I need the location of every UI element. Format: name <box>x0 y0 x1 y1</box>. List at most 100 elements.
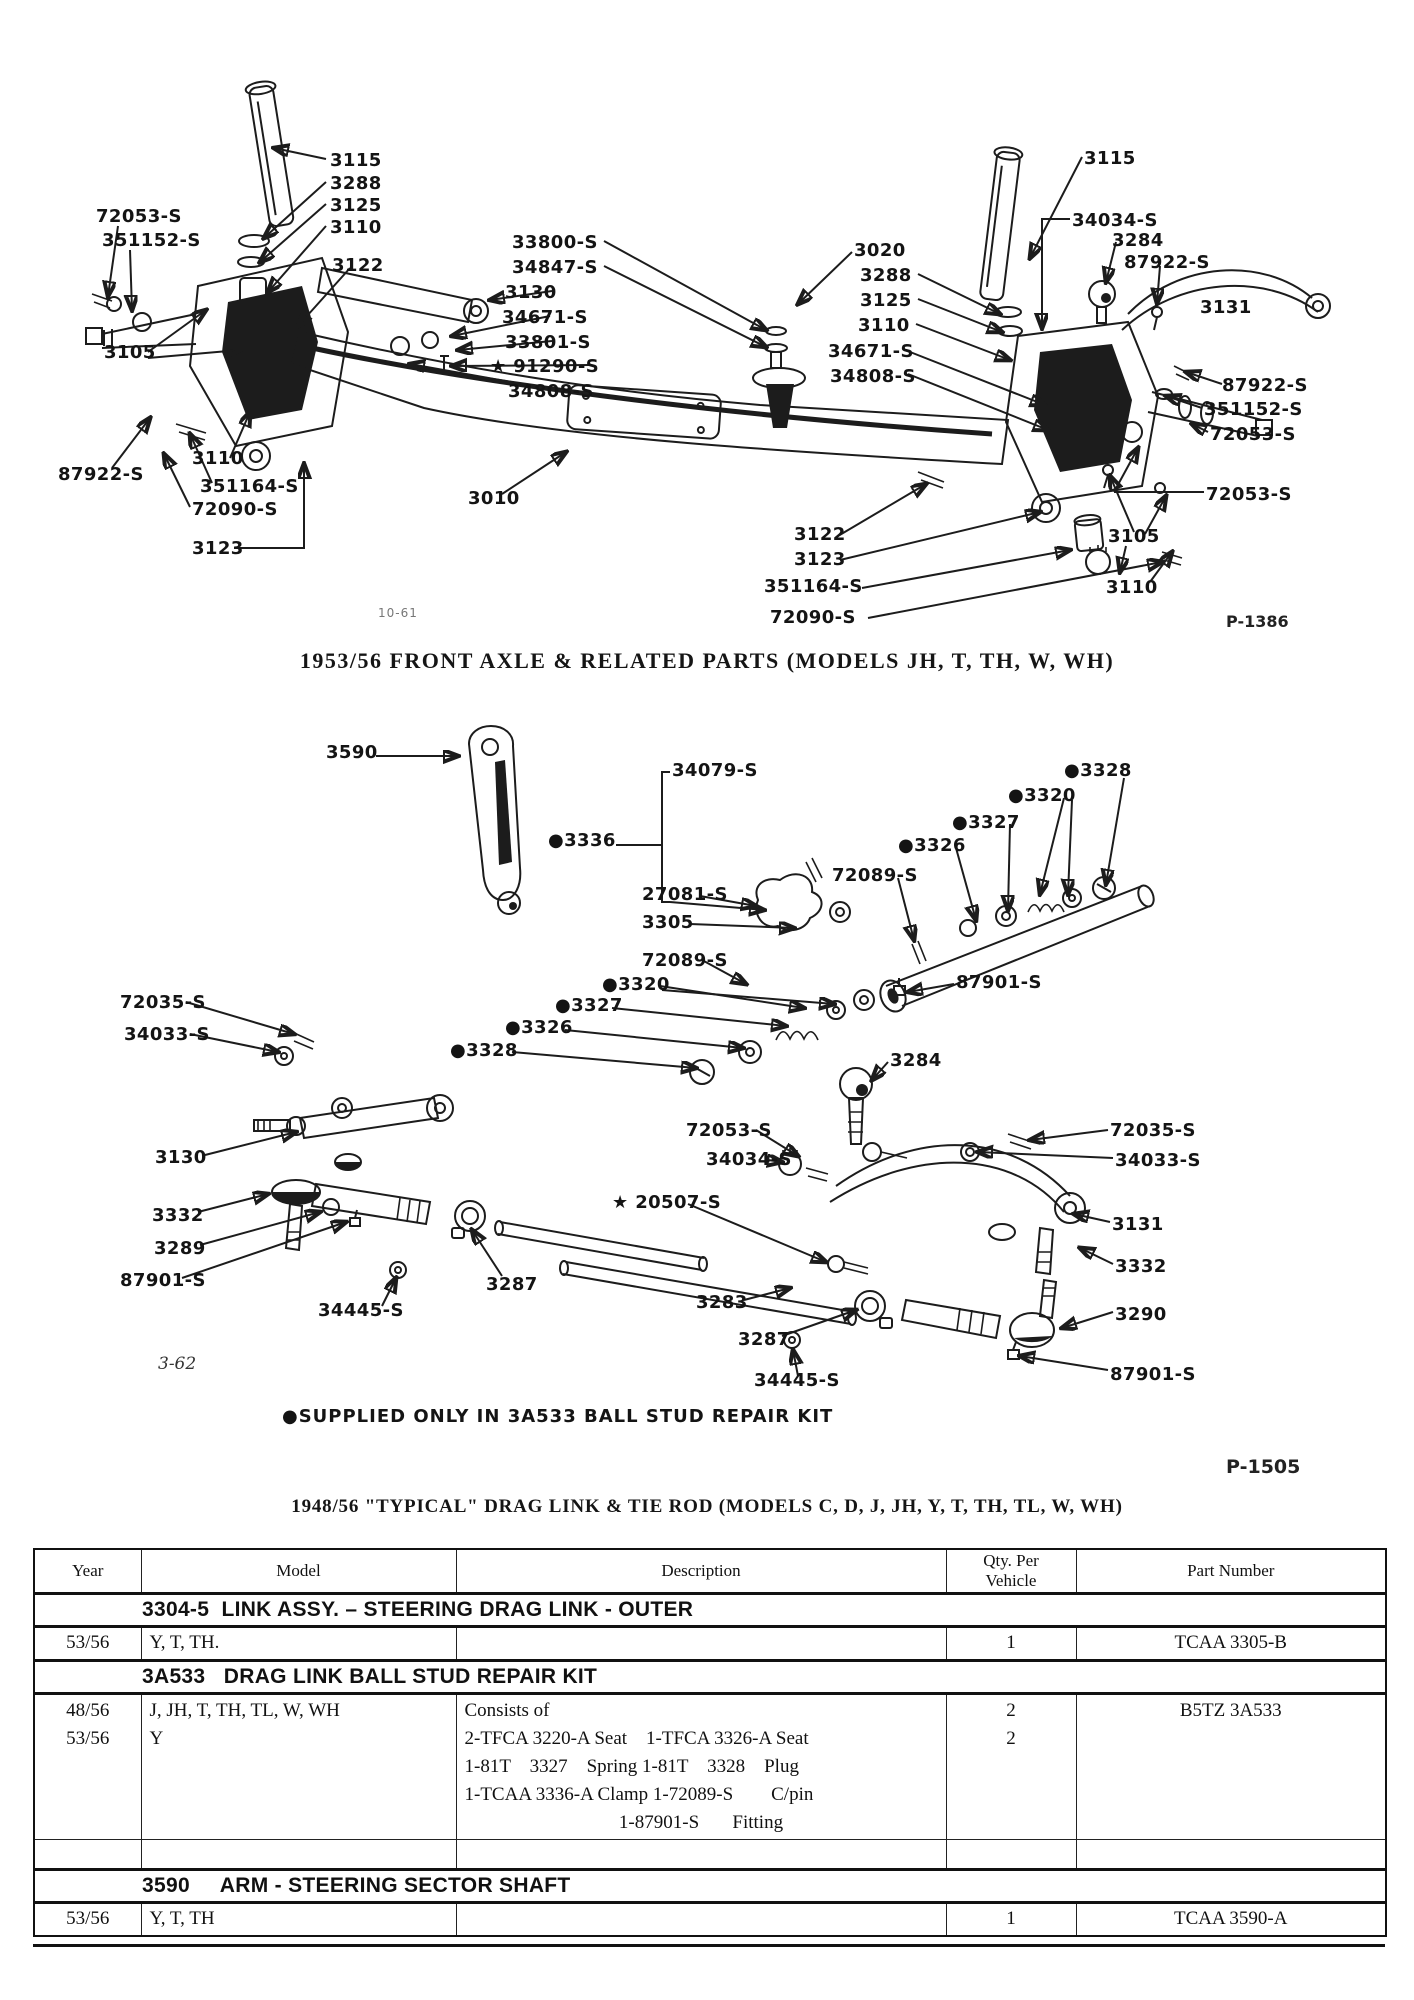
section-row: 3590 ARM - STEERING SECTOR SHAFT <box>33 1867 1387 1904</box>
table-bottom-rule <box>33 1944 1385 1947</box>
part-callout: 34808-S <box>508 381 594 402</box>
part-callout: 3284 <box>890 1050 942 1071</box>
part-callout: ●3326 <box>898 835 966 856</box>
part-callout: ●3320 <box>1008 785 1076 806</box>
part-callout: 3305 <box>642 912 694 933</box>
part-callout: 34079-S <box>672 760 758 781</box>
part-callout: 72089-S <box>642 950 728 971</box>
diagram2-caption: 1948/56 "TYPICAL" DRAG LINK & TIE ROD (M… <box>291 1496 1123 1517</box>
part-callout: 72090-S <box>192 499 278 520</box>
part-callout: 3130 <box>155 1147 207 1168</box>
empty-cell <box>140 1838 457 1870</box>
empty-row <box>33 1838 1387 1870</box>
part-callout: 33800-S <box>512 232 598 253</box>
part-callout: 3122 <box>794 524 846 545</box>
col-header-model: Model <box>140 1548 457 1595</box>
part-callout: 3125 <box>330 195 382 216</box>
part-callout: 3332 <box>1115 1256 1167 1277</box>
part-callout: 33801-S <box>505 332 591 353</box>
part-callout: 351164-S <box>200 476 299 497</box>
cell-model: Y, T, TH <box>140 1901 457 1937</box>
part-callout: 72035-S <box>1110 1120 1196 1141</box>
cell-qty: 1 <box>945 1901 1077 1937</box>
leader-lines-diagram2 <box>181 756 1125 1377</box>
part-callout: 72090-S <box>770 607 856 628</box>
part-callout: 34034-S <box>1072 210 1158 231</box>
part-callout: 3105 <box>1108 526 1160 547</box>
part-callout: 351164-S <box>764 576 863 597</box>
section-title-3a533: 3A533 DRAG LINK BALL STUD REPAIR KIT <box>33 1658 1387 1695</box>
part-callout: 87922-S <box>58 464 144 485</box>
part-callout: 3287 <box>738 1329 790 1350</box>
part-callout: 351152-S <box>1204 399 1303 420</box>
empty-cell <box>1075 1838 1387 1870</box>
section-row: 3A533 DRAG LINK BALL STUD REPAIR KIT <box>33 1658 1387 1695</box>
part-callout: 3130 <box>505 282 557 303</box>
part-callout: ★ 91290-S <box>490 356 600 377</box>
cell-year: 53/56 <box>33 1625 142 1661</box>
part-callout: ●3327 <box>555 995 623 1016</box>
part-callout: 3123 <box>794 549 846 570</box>
part-callout: ●3326 <box>505 1017 573 1038</box>
part-callout: 3110 <box>858 315 910 336</box>
part-callout: 3110 <box>1106 577 1158 598</box>
part-callout: 34671-S <box>502 307 588 328</box>
part-callout: 72053-S <box>96 206 182 227</box>
cell-description: Consists of 2-TFCA 3220-A Seat 1-TFCA 33… <box>455 1692 947 1840</box>
leader-lines-diagram1 <box>108 148 1223 619</box>
part-callout: 3288 <box>860 265 912 286</box>
part-callout: 3289 <box>154 1238 206 1259</box>
empty-cell <box>33 1838 142 1870</box>
plate-number: P-1505 <box>1226 1456 1301 1478</box>
cell-description-empty <box>455 1901 947 1937</box>
part-callout: 34445-S <box>318 1300 404 1321</box>
part-callout: ●3320 <box>602 974 670 995</box>
cell-description-empty <box>455 1625 947 1661</box>
diagram1-caption: 1953/56 FRONT AXLE & RELATED PARTS (MODE… <box>299 648 1115 673</box>
empty-cell <box>455 1838 947 1870</box>
part-callout: 3123 <box>192 538 244 559</box>
part-callout: 34847-S <box>512 257 598 278</box>
part-callout: 3283 <box>696 1292 748 1313</box>
cell-year: 53/56 <box>33 1901 142 1937</box>
part-callout: 34808-S <box>830 366 916 387</box>
section-title-3304-5: 3304-5 LINK ASSY. – STEERING DRAG LINK -… <box>33 1591 1387 1628</box>
part-callout: 27081-S <box>642 884 728 905</box>
part-callout: 3288 <box>330 173 382 194</box>
part-callout: 3115 <box>330 150 382 171</box>
part-callout: 3290 <box>1115 1304 1167 1325</box>
table-row: 53/56 Y, T, TH. 1 TCAA 3305-B <box>33 1625 1387 1661</box>
part-callout: 34034-S <box>706 1149 792 1170</box>
part-callout: 34033-S <box>124 1024 210 1045</box>
part-callout: ●3328 <box>1064 760 1132 781</box>
part-callout: 87901-S <box>1110 1364 1196 1385</box>
part-callout: ●3336 <box>548 830 616 851</box>
print-date: 3-62 <box>158 1354 197 1374</box>
part-callout: 3122 <box>332 255 384 276</box>
part-callout: 351152-S <box>102 230 201 251</box>
part-callout: 72053-S <box>1210 424 1296 445</box>
part-callout: 72089-S <box>832 865 918 886</box>
part-callout: ★ 20507-S <box>612 1192 722 1213</box>
section-title-3590: 3590 ARM - STEERING SECTOR SHAFT <box>33 1867 1387 1904</box>
part-callout: 87901-S <box>120 1270 206 1291</box>
cell-part-number: TCAA 3305-B <box>1075 1625 1387 1661</box>
part-callout: 87901-S <box>956 972 1042 993</box>
part-callout: 34033-S <box>1115 1150 1201 1171</box>
part-callout: 3105 <box>104 342 156 363</box>
plate-number: P-1386 <box>1226 612 1289 631</box>
part-callout: ●3327 <box>952 812 1020 833</box>
part-callout: 3110 <box>330 217 382 238</box>
part-callout: 34671-S <box>828 341 914 362</box>
cell-qty: 1 <box>945 1625 1077 1661</box>
col-header-part: Part Number <box>1075 1548 1387 1595</box>
part-callout: 3131 <box>1112 1214 1164 1235</box>
part-callout: 3010 <box>468 488 520 509</box>
